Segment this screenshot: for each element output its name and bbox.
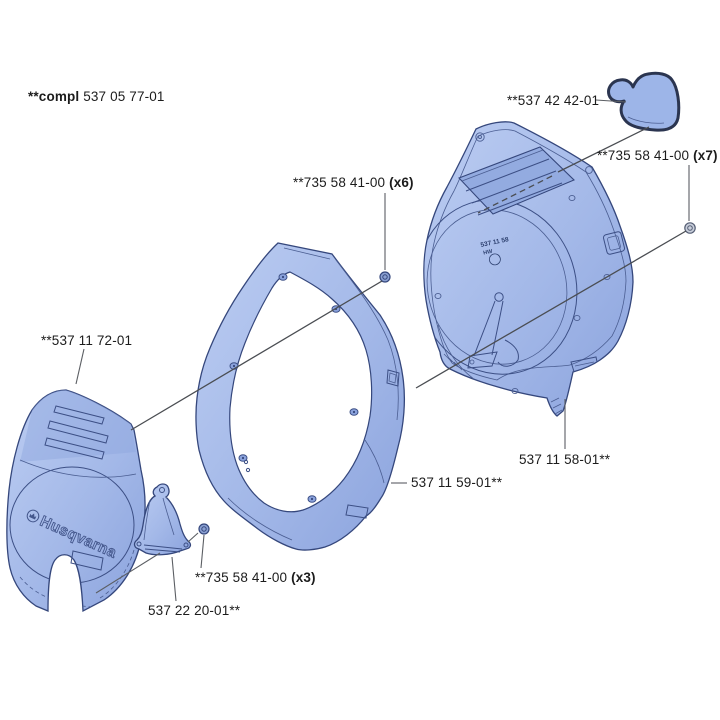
cover-screw-holes — [434, 132, 611, 395]
label-screws-x7: **735 58 41-00 (x7) — [597, 148, 718, 163]
part-pawl-cover — [133, 483, 192, 556]
label-housing-number: 537 11 59-01** — [411, 475, 503, 490]
cover-pawl-mechanism — [467, 292, 519, 369]
label-pawl-cover-number: 537 22 20-01** — [148, 603, 241, 618]
label-boot-number: **537 42 42-01 — [507, 93, 600, 108]
screw-x7 — [684, 222, 696, 234]
husqvarna-crown-icon — [26, 509, 40, 523]
cover-vent-slots — [44, 405, 109, 460]
label-assembly-number: **compl 537 05 77-01 — [28, 89, 165, 104]
label-right-cover-number: 537 11 58-01** — [519, 452, 611, 467]
part-right-cover: 537 11 58 HW — [423, 121, 634, 417]
screw-x3 — [198, 523, 210, 535]
housing-opening — [229, 271, 373, 513]
housing-screw-bosses — [229, 273, 359, 503]
label-screws-x3: **735 58 41-00 (x3) — [195, 570, 316, 585]
leader-lines — [75, 99, 690, 602]
molded-code: HW — [483, 249, 494, 257]
screw-x6 — [379, 271, 391, 283]
label-left-cover-number: **537 11 72-01 — [41, 333, 133, 348]
label-screws-x6: **735 58 41-00 (x6) — [293, 175, 414, 190]
cover-top-shade — [20, 390, 136, 462]
part-left-cover: Husqvarna — [6, 389, 146, 613]
cover-latch-detail — [602, 231, 626, 255]
part-housing-frame — [195, 242, 406, 551]
cover-badge — [70, 550, 104, 571]
part-boot — [607, 71, 681, 132]
